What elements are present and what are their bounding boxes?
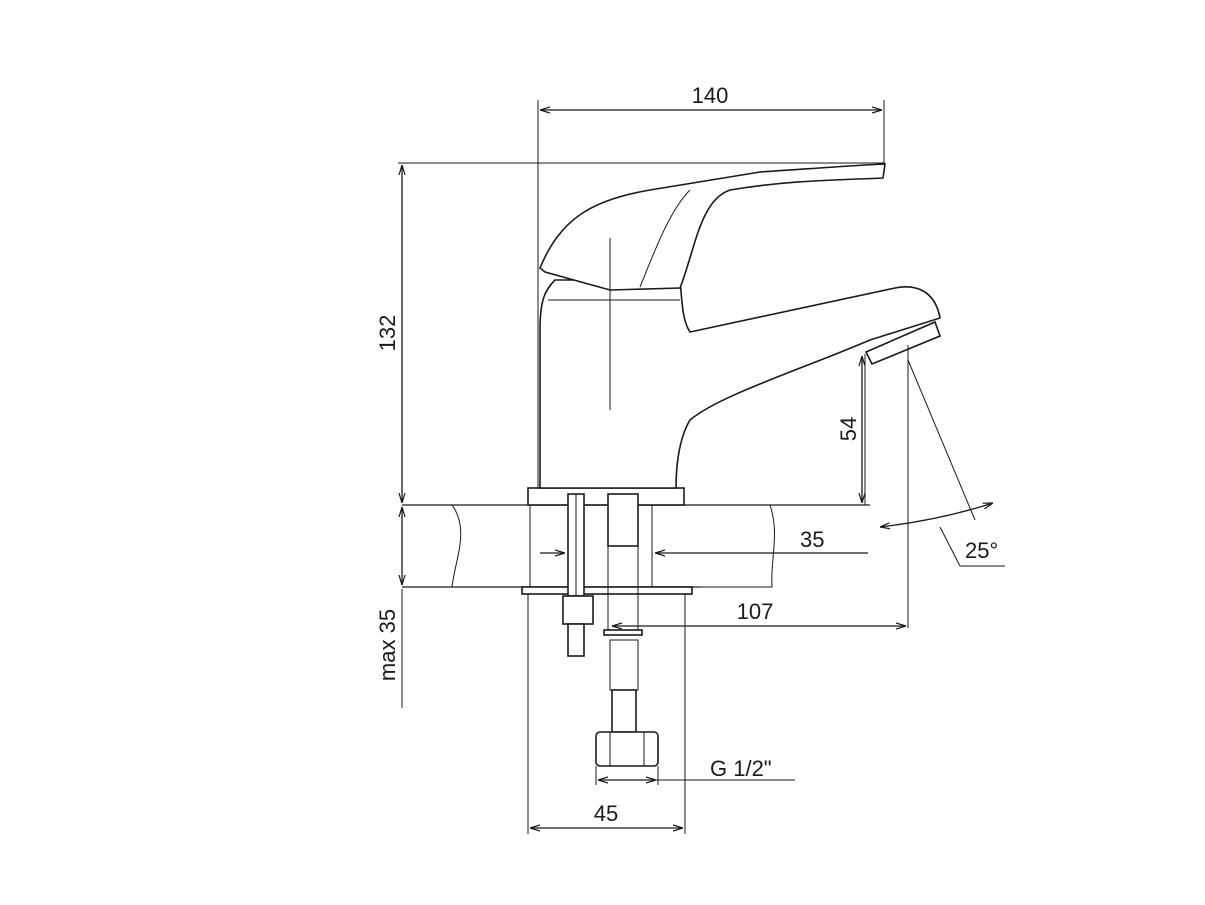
dim-max-thickness: max 35 <box>375 609 400 681</box>
dim-aerator-angle: 25° <box>965 538 998 563</box>
dim-width-top: 140 <box>692 83 729 108</box>
dim-hole-diameter: 35 <box>800 527 824 552</box>
dim-spout-height: 54 <box>836 417 861 441</box>
dim-spout-reach: 107 <box>737 599 774 624</box>
dimension-labels: 140 132 54 35 107 max 35 45 G 1/2" 25° <box>375 83 998 826</box>
dim-connection: G 1/2" <box>710 756 772 781</box>
faucet-body <box>527 163 942 506</box>
mounting-hardware <box>521 493 693 767</box>
dimension-lines <box>402 110 993 828</box>
dim-height-total: 132 <box>375 315 400 352</box>
extension-lines <box>398 100 1005 834</box>
dim-base-width: 45 <box>594 801 618 826</box>
